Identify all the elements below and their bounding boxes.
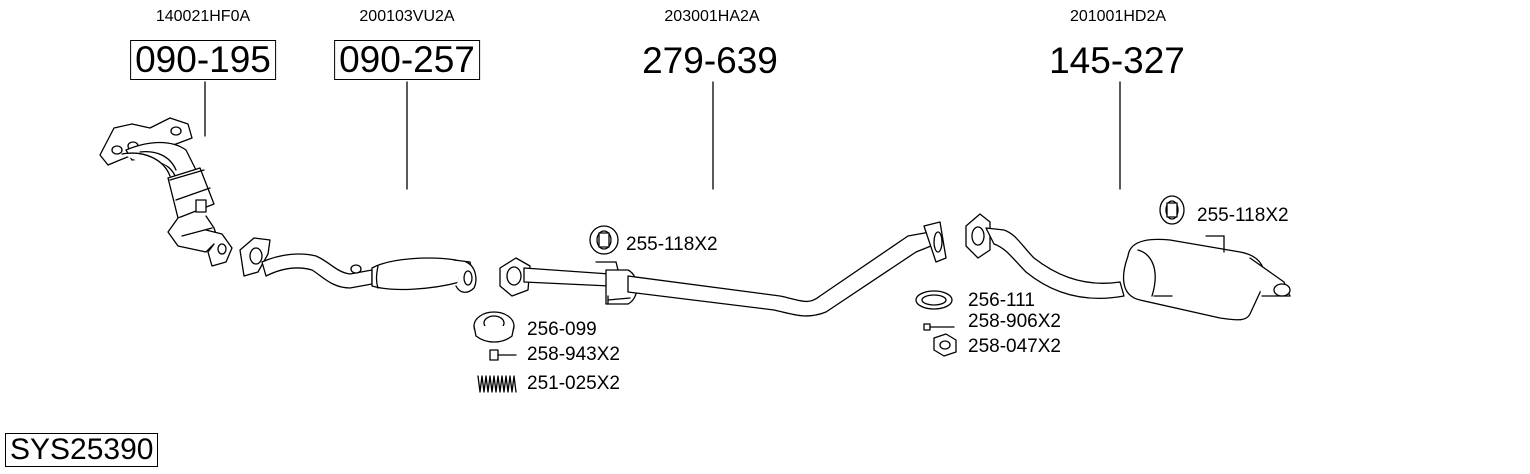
rear-silencer-drawing[interactable] (965, 213, 1291, 321)
accessory-label-spring-front[interactable]: 251-025X2 (527, 373, 620, 394)
accessory-label-hanger-front[interactable]: 255-118X2 (626, 234, 718, 255)
accessory-label-gasket-rear[interactable]: 256-111 (968, 290, 1035, 311)
front-pipe-drawing[interactable] (239, 237, 477, 293)
accessory-label-bolt-rear[interactable]: 258-906X2 (968, 311, 1061, 332)
rubber-hanger-rear-icon[interactable] (1159, 195, 1185, 225)
system-code: SYS25390 (5, 433, 159, 467)
part-number-front-pipe[interactable]: 090-257 (334, 40, 480, 80)
oem-label-front-pipe: 200103VU2A (359, 8, 455, 25)
center-pipe-drawing[interactable] (499, 221, 947, 317)
oem-label-rear-silencer: 201001HD2A (1069, 8, 1167, 25)
part-number-manifold[interactable]: 090-195 (130, 40, 276, 80)
bolt-front-icon[interactable] (489, 349, 517, 361)
oem-label-manifold: 140021HF0A (155, 8, 251, 25)
accessory-label-gasket-front[interactable]: 256-099 (527, 319, 597, 340)
gasket-front-icon[interactable] (473, 311, 515, 343)
bolt-rear-icon[interactable] (923, 323, 955, 331)
nut-rear-icon[interactable] (933, 333, 957, 357)
gasket-rear-icon[interactable] (915, 290, 953, 310)
exhaust-manifold-drawing[interactable] (99, 117, 233, 267)
part-number-center-pipe[interactable]: 279-639 (642, 40, 778, 81)
rubber-hanger-front-icon[interactable] (589, 225, 619, 255)
oem-label-center-pipe: 203001HA2A (664, 8, 760, 25)
accessory-label-nut-rear[interactable]: 258-047X2 (968, 336, 1061, 357)
part-number-rear-silencer[interactable]: 145-327 (1049, 40, 1185, 81)
spring-front-icon[interactable] (477, 375, 517, 393)
accessory-label-bolt-front[interactable]: 258-943X2 (527, 344, 620, 365)
accessory-label-hanger-rear[interactable]: 255-118X2 (1197, 205, 1289, 226)
